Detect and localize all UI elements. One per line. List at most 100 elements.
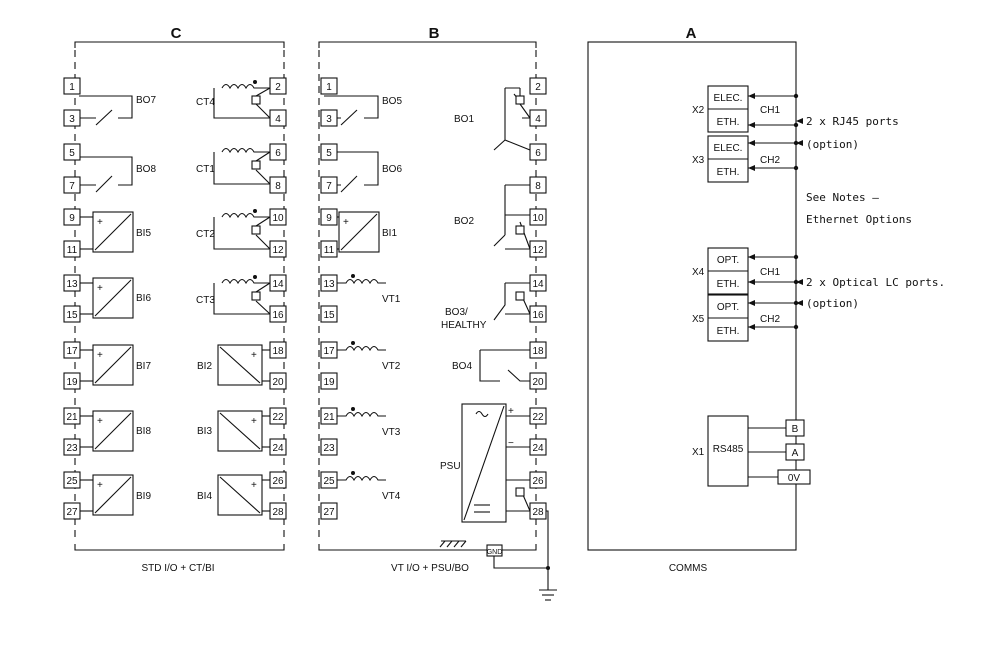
svg-text:14: 14 xyxy=(532,279,544,290)
svg-text:CH2: CH2 xyxy=(760,314,780,325)
bi3-input: + BI3 xyxy=(197,410,270,452)
terminal-c-right-16: 16 xyxy=(269,305,287,323)
bo2-label: BO2 xyxy=(454,216,474,227)
svg-text:+: + xyxy=(251,350,257,361)
svg-text:18: 18 xyxy=(532,346,544,357)
svg-text:+: + xyxy=(97,217,103,228)
terminal-b-right-10: 10 xyxy=(529,208,547,226)
svg-text:19: 19 xyxy=(66,377,78,388)
svg-text:16: 16 xyxy=(272,310,284,321)
svg-text:15: 15 xyxy=(66,310,78,321)
svg-text:11: 11 xyxy=(67,245,78,256)
svg-text:5: 5 xyxy=(69,148,75,159)
terminal-c-right-6: 6 xyxy=(269,143,287,161)
terminal-b-left-13: 13 xyxy=(320,274,338,292)
terminal-b-right-4: 4 xyxy=(529,109,547,127)
terminal-c-left-1: 1 xyxy=(63,77,81,95)
x1-label: X1 xyxy=(692,447,705,458)
svg-text:6: 6 xyxy=(275,148,281,159)
port-x4: OPT. ETH. X4 CH1 xyxy=(692,247,796,295)
svg-text:CH1: CH1 xyxy=(760,267,780,278)
note-ethernet-options: Ethernet Options xyxy=(806,213,912,226)
svg-text:4: 4 xyxy=(275,114,281,125)
terminal-b-right-2: 2 xyxy=(529,77,547,95)
svg-text:24: 24 xyxy=(272,443,284,454)
svg-text:8: 8 xyxy=(275,181,281,192)
bi8-label: BI8 xyxy=(136,426,151,437)
healthy-label: HEALTHY xyxy=(441,320,487,331)
bi5-input: + BI5 xyxy=(79,211,151,253)
x2-label: X2 xyxy=(692,105,705,116)
svg-text:25: 25 xyxy=(66,476,78,487)
port-junction-dots xyxy=(793,93,799,330)
terminal-b-right-26: 26 xyxy=(529,471,547,489)
terminal-c-right-20: 20 xyxy=(269,372,287,390)
bi9-input: + BI9 xyxy=(79,474,151,516)
svg-text:B: B xyxy=(792,424,799,435)
terminal-c-right-18: 18 xyxy=(269,341,287,359)
psu-label: PSU xyxy=(440,461,461,472)
terminal-b-left-11: 11 xyxy=(320,240,338,258)
terminal-c-left-7: 7 xyxy=(63,176,81,194)
section-c-header: C xyxy=(171,25,182,42)
bo7-label: BO7 xyxy=(136,95,156,106)
ct4-label: CT4 xyxy=(196,97,215,108)
svg-text:+: + xyxy=(97,283,103,294)
svg-text:ELEC.: ELEC. xyxy=(714,93,743,104)
note-see-notes: See Notes — xyxy=(806,191,879,204)
svg-text:9: 9 xyxy=(326,213,332,224)
section-c: C STD I/O + CT/BI BO7 BO8 + BI5 xyxy=(63,25,287,574)
section-a-header: A xyxy=(686,25,697,42)
terminal-c-left-25: 25 xyxy=(63,471,81,489)
svg-text:7: 7 xyxy=(326,181,332,192)
port-x5: OPT. ETH. X5 CH2 xyxy=(692,294,796,342)
terminal-b-left-5: 5 xyxy=(320,143,338,161)
svg-text:23: 23 xyxy=(323,443,335,454)
bo1-contact: BO1 xyxy=(454,87,531,151)
svg-text:ETH.: ETH. xyxy=(717,326,740,337)
bo8-label: BO8 xyxy=(136,164,156,175)
bo4-contact: BO4 xyxy=(452,349,530,382)
vt4-transformer: VT4 xyxy=(324,471,401,502)
bi3-label: BI3 xyxy=(197,426,212,437)
notes: 2 x RJ45 ports (option) See Notes — Ethe… xyxy=(796,115,945,310)
terminal-b-right-20: 20 xyxy=(529,372,547,390)
svg-text:20: 20 xyxy=(532,377,544,388)
terminal-c-right-12: 12 xyxy=(269,240,287,258)
vt2-label: VT2 xyxy=(382,361,401,372)
psu-block: + − PSU xyxy=(440,403,531,523)
svg-text:+: + xyxy=(97,480,103,491)
svg-text:+: + xyxy=(97,350,103,361)
terminal-b-right-16: 16 xyxy=(529,305,547,323)
svg-text:10: 10 xyxy=(272,213,284,224)
rs485-label: RS485 xyxy=(713,444,744,455)
port-x2: ELEC. ETH. X2 CH1 xyxy=(692,85,796,133)
svg-text:8: 8 xyxy=(535,181,541,192)
terminal-b-left-9: 9 xyxy=(320,208,338,226)
terminal-c-left-23: 23 xyxy=(63,438,81,456)
svg-text:18: 18 xyxy=(272,346,284,357)
svg-text:27: 27 xyxy=(323,507,335,518)
svg-text:ETH.: ETH. xyxy=(717,279,740,290)
svg-text:26: 26 xyxy=(532,476,544,487)
terminal-c-left-13: 13 xyxy=(63,274,81,292)
bo7-contact: BO7 xyxy=(79,95,156,126)
terminal-c-right-22: 22 xyxy=(269,407,287,425)
vt3-transformer: VT3 xyxy=(324,407,401,438)
port-x3: ELEC. ETH. X3 CH2 xyxy=(692,135,796,183)
bo3-healthy-contact: BO3/ HEALTHY xyxy=(441,282,531,331)
bi2-input: + BI2 xyxy=(197,344,270,386)
bo2-contact: BO2 xyxy=(454,184,531,250)
svg-text:9: 9 xyxy=(69,213,75,224)
bo5-label: BO5 xyxy=(382,96,402,107)
x4-label: X4 xyxy=(692,267,705,278)
svg-text:+: + xyxy=(508,406,514,417)
svg-text:OPT.: OPT. xyxy=(717,255,739,266)
svg-text:22: 22 xyxy=(272,412,284,423)
terminal-b-left-15: 15 xyxy=(320,305,338,323)
svg-text:26: 26 xyxy=(272,476,284,487)
terminal-c-right-28: 28 xyxy=(269,502,287,520)
bo8-contact: BO8 xyxy=(79,156,156,193)
